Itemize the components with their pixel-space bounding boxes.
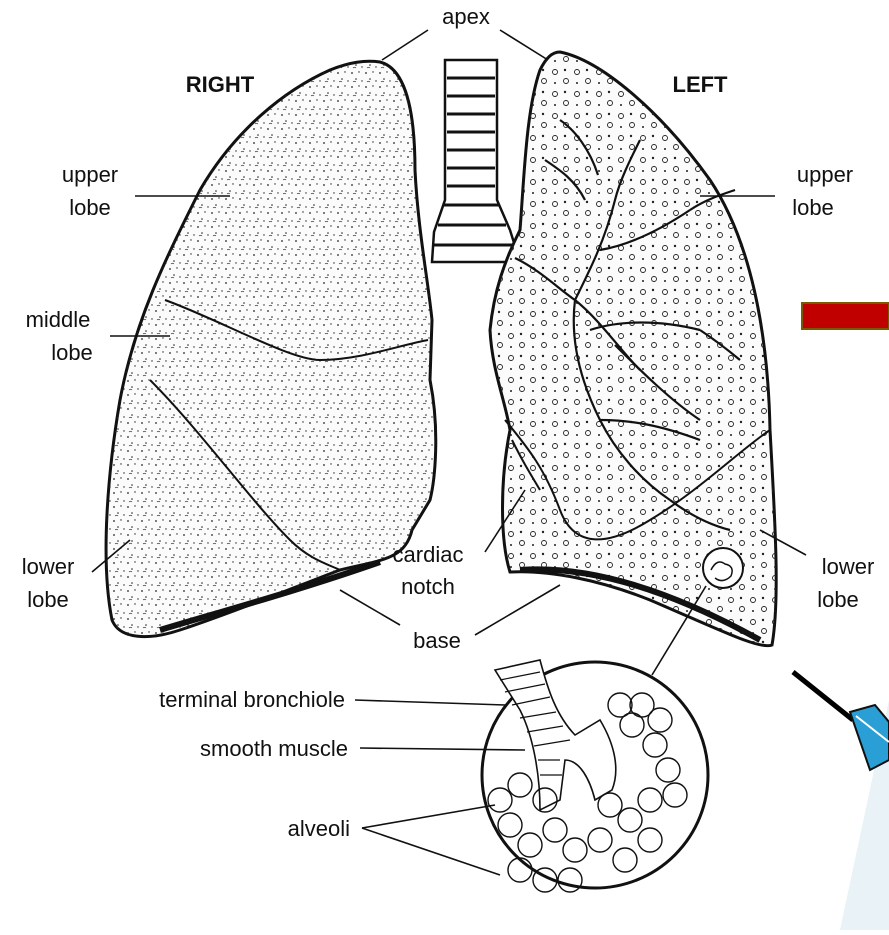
label-cardiac-notch-2: notch <box>401 574 455 599</box>
label-right-upper-lobe-2: lobe <box>69 195 111 220</box>
label-right-upper-lobe-1: upper <box>62 162 118 187</box>
label-apex: apex <box>442 4 490 29</box>
label-right-middle-lobe-2: lobe <box>51 340 93 365</box>
right-lung <box>106 61 436 636</box>
syringe-icon <box>793 672 889 930</box>
label-left: LEFT <box>673 72 729 97</box>
label-left-lower-lobe-1: lower <box>822 554 875 579</box>
label-right: RIGHT <box>186 72 255 97</box>
label-right-lower-lobe-1: lower <box>22 554 75 579</box>
label-smooth-muscle: smooth muscle <box>200 736 348 761</box>
label-right-lower-lobe-2: lobe <box>27 587 69 612</box>
label-alveoli: alveoli <box>288 816 350 841</box>
label-right-middle-lobe-1: middle <box>26 307 91 332</box>
label-terminal-bronchiole: terminal bronchiole <box>159 687 345 712</box>
label-base: base <box>413 628 461 653</box>
trachea <box>432 60 520 262</box>
magnified-inset <box>482 586 708 892</box>
label-left-upper-lobe-1: upper <box>797 162 853 187</box>
left-lung <box>490 52 776 646</box>
label-left-lower-lobe-2: lobe <box>817 587 859 612</box>
red-bar-graphic <box>802 303 889 329</box>
label-left-upper-lobe-2: lobe <box>792 195 834 220</box>
label-cardiac-notch-1: cardiac <box>393 542 464 567</box>
